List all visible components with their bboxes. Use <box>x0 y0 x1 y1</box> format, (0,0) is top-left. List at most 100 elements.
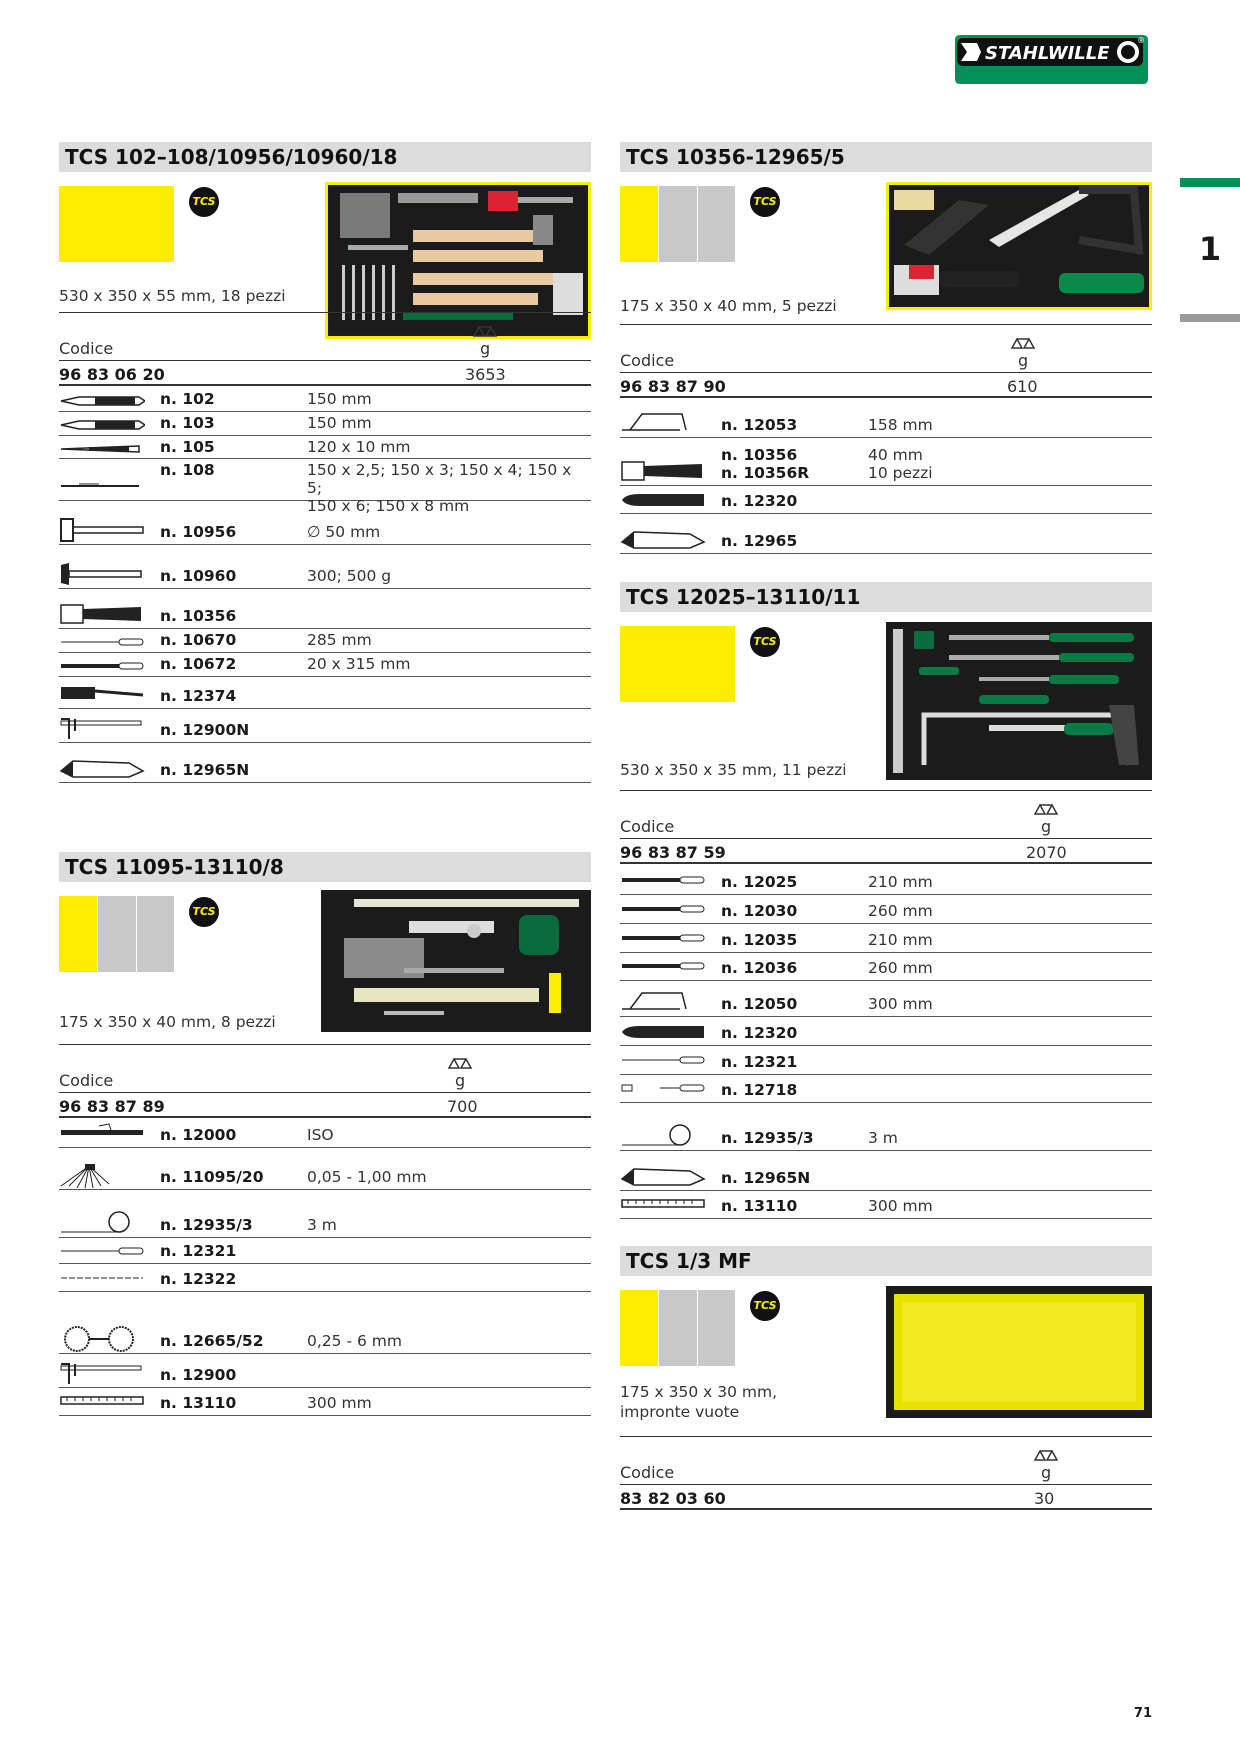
set-title: TCS 10356-12965/5 <box>620 142 1152 172</box>
table-header: Codice g <box>620 324 1152 372</box>
part-description: 210 mm <box>868 873 933 891</box>
tray-color-swatch <box>59 896 97 972</box>
order-code-row: 83 82 03 60 30 <box>620 1484 1152 1510</box>
tray-photo <box>886 182 1152 310</box>
scale-icon <box>1033 803 1059 815</box>
tray-color-swatch <box>698 1290 735 1366</box>
set-dimensions: 175 x 350 x 40 mm, 8 pezzi <box>59 1013 276 1031</box>
utility-knife-icon <box>620 531 706 549</box>
tool-row: n. 12322 <box>59 1264 591 1292</box>
set-title: TCS 1/3 MF <box>620 1246 1152 1276</box>
part-number: n. 12320 <box>721 1024 798 1042</box>
part-description: 3 m <box>307 1216 337 1234</box>
order-code-row: 96 83 87 59 2070 <box>620 838 1152 864</box>
set-dimensions: 530 x 350 x 55 mm, 18 pezzi <box>59 287 286 305</box>
tray-color-swatch <box>698 186 735 262</box>
tcs-badge: TCS <box>189 187 219 217</box>
mallet-icon <box>60 518 144 542</box>
tape-measure-icon <box>622 1124 691 1146</box>
file-icon <box>622 905 705 913</box>
tray-color-swatch <box>620 626 735 702</box>
cable-knife-icon <box>622 1026 704 1038</box>
part-description: 0,25 - 6 mm <box>307 1332 402 1350</box>
page-number: 71 <box>1133 1706 1152 1721</box>
order-code-row: 96 83 87 89 700 <box>59 1092 591 1118</box>
part-number: n. 12050 <box>721 995 798 1013</box>
scraper-icon <box>621 461 702 481</box>
pin-punch-icon <box>61 483 139 487</box>
part-number: n. 102 <box>160 390 215 408</box>
tool-row: n. 12320 <box>620 486 1152 514</box>
tool-row: n. 12900 <box>59 1354 591 1388</box>
center-punch-icon <box>61 1277 143 1279</box>
order-code: 83 82 03 60 <box>620 1489 726 1508</box>
part-number: n. 12000 <box>160 1126 237 1144</box>
scale-icon <box>1010 337 1036 349</box>
chapter-tab-green <box>1180 178 1240 187</box>
utility-knife-icon <box>620 1168 706 1186</box>
part-number: n. 12965N <box>721 1169 811 1187</box>
tool-row: n. 10356 <box>59 589 591 629</box>
set-tcs-102-108: TCS 102–108/10956/10960/18 TCS 530 x 350… <box>59 142 591 828</box>
set-weight: 30 <box>1034 1489 1055 1508</box>
tool-row: n. 12965N <box>59 743 591 783</box>
tray-photo <box>886 1286 1152 1418</box>
part-description: 3 m <box>868 1129 898 1147</box>
set-weight: 700 <box>447 1097 478 1116</box>
part-description: 300 mm <box>868 995 933 1013</box>
tray-color-swatch <box>59 186 174 262</box>
weight-unit: g <box>455 1071 466 1090</box>
weight-unit: g <box>480 339 491 358</box>
table-header: Codice g <box>620 790 1152 838</box>
table-header: Codice g <box>620 1436 1152 1484</box>
part-number: n. 12321 <box>721 1053 798 1071</box>
part-description: 300 mm <box>868 1197 933 1215</box>
part-number: n. 10356 <box>160 607 237 625</box>
tray-color-swatch <box>98 896 136 972</box>
part-description: 260 mm <box>868 902 933 920</box>
file-icon <box>622 876 705 884</box>
set-title: TCS 12025–13110/11 <box>620 582 1152 612</box>
part-number: n. 103 <box>160 414 215 432</box>
weight-unit: g <box>1041 1463 1052 1482</box>
set-weight: 2070 <box>1026 843 1067 862</box>
order-code-row: 96 83 87 90 610 <box>620 372 1152 398</box>
set-tcs-11095-13110: TCS 11095-13110/8 TCS 175 x 350 x 40 mm,… <box>59 852 591 1422</box>
order-code: 96 83 87 90 <box>620 377 726 396</box>
tcs-badge: TCS <box>750 1291 780 1321</box>
part-number: n. 13110 <box>721 1197 798 1215</box>
codice-label: Codice <box>59 1071 114 1090</box>
set-dimensions: 175 x 350 x 30 mm, impronte vuote <box>620 1383 777 1421</box>
utility-knife-icon <box>59 760 145 778</box>
set-dimensions: 530 x 350 x 35 mm, 11 pezzi <box>620 761 847 779</box>
part-number: n. 10356 n. 10356R <box>721 446 810 482</box>
part-description: 300 mm <box>307 1394 372 1412</box>
tool-row: n. 12965 <box>620 514 1152 554</box>
set-tcs-1-3-mf: TCS 1/3 MF TCS 175 x 350 x 30 mm, impron… <box>620 1246 1152 1510</box>
scale-icon <box>472 325 498 337</box>
part-description: 20 x 315 mm <box>307 655 411 673</box>
hacksaw-icon <box>622 413 687 431</box>
set-dimensions: 175 x 350 x 40 mm, 5 pezzi <box>620 297 837 315</box>
part-number: n. 10960 <box>160 567 237 585</box>
part-description: ∅ 50 mm <box>307 523 381 541</box>
hacksaw-icon <box>622 992 687 1010</box>
scale-icon <box>447 1057 473 1069</box>
part-number: n. 12965 <box>721 532 798 550</box>
scale-icon <box>1033 1449 1059 1461</box>
registered-mark: ® <box>1137 36 1145 45</box>
tool-row: n. 12965N <box>620 1151 1152 1191</box>
part-description: 40 mm 10 pezzi <box>868 446 933 482</box>
tool-row: n. 10356 n. 10356R 40 mm 10 pezzi <box>620 438 1152 486</box>
tray-color-swatch <box>659 1290 697 1366</box>
radius-gauge-icon <box>64 1326 134 1352</box>
part-number: n. 12718 <box>721 1081 798 1099</box>
